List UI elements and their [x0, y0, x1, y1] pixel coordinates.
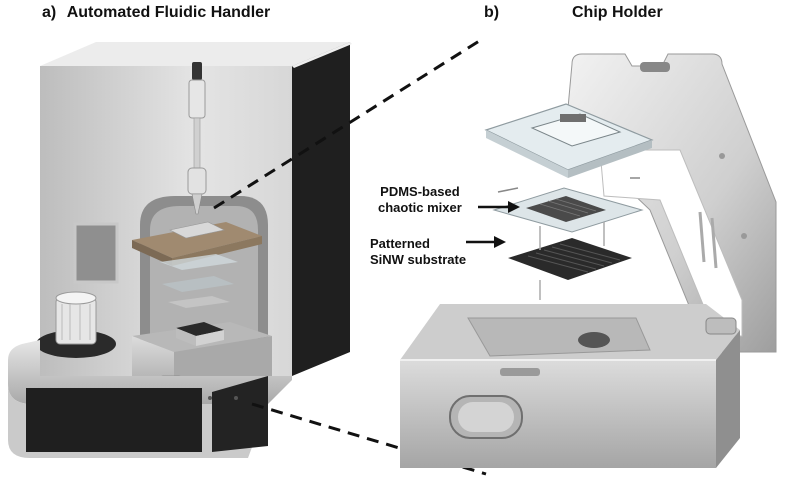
- panel-b-title-wrap: Chip Holder: [572, 4, 663, 22]
- pipette-body: [188, 79, 206, 119]
- panel-a-label: a) Automated Fluidic Handler: [42, 4, 270, 22]
- panel-a-title: Automated Fluidic Handler: [66, 4, 271, 21]
- side-window: [73, 222, 119, 284]
- zoom-line-top: [213, 36, 485, 210]
- callout-sinw-line2: SiNW substrate: [370, 252, 467, 267]
- arrowhead-sinw: [494, 236, 506, 248]
- pipette-knob: [192, 62, 202, 80]
- panel-b-letter: b): [484, 4, 500, 21]
- holder-base-front: [400, 360, 716, 468]
- panel-b-title: Chip Holder: [572, 4, 663, 21]
- panel-b-label: b): [484, 4, 499, 22]
- arrowhead-pdms: [508, 201, 520, 213]
- chip-holder: [400, 53, 777, 468]
- fluidic-handler-device: [8, 42, 352, 458]
- brass-tray: [132, 222, 262, 258]
- sinw-substrate: [508, 238, 632, 280]
- side-panel: [292, 42, 350, 376]
- callout-sinw-line1: Patterned: [370, 236, 430, 251]
- panel-a-letter: a): [42, 4, 57, 21]
- callout-arrows: [466, 201, 520, 248]
- callout-pdms-line1: PDMS-based: [380, 184, 460, 199]
- callout-pdms-label: PDMS-based chaotic mixer: [378, 184, 462, 216]
- callout-sinw-label: Patterned SiNW substrate: [370, 236, 466, 268]
- base-dark-panel: [26, 388, 202, 452]
- chip-mount: [176, 322, 224, 336]
- callout-pdms-line2: chaotic mixer: [378, 200, 462, 215]
